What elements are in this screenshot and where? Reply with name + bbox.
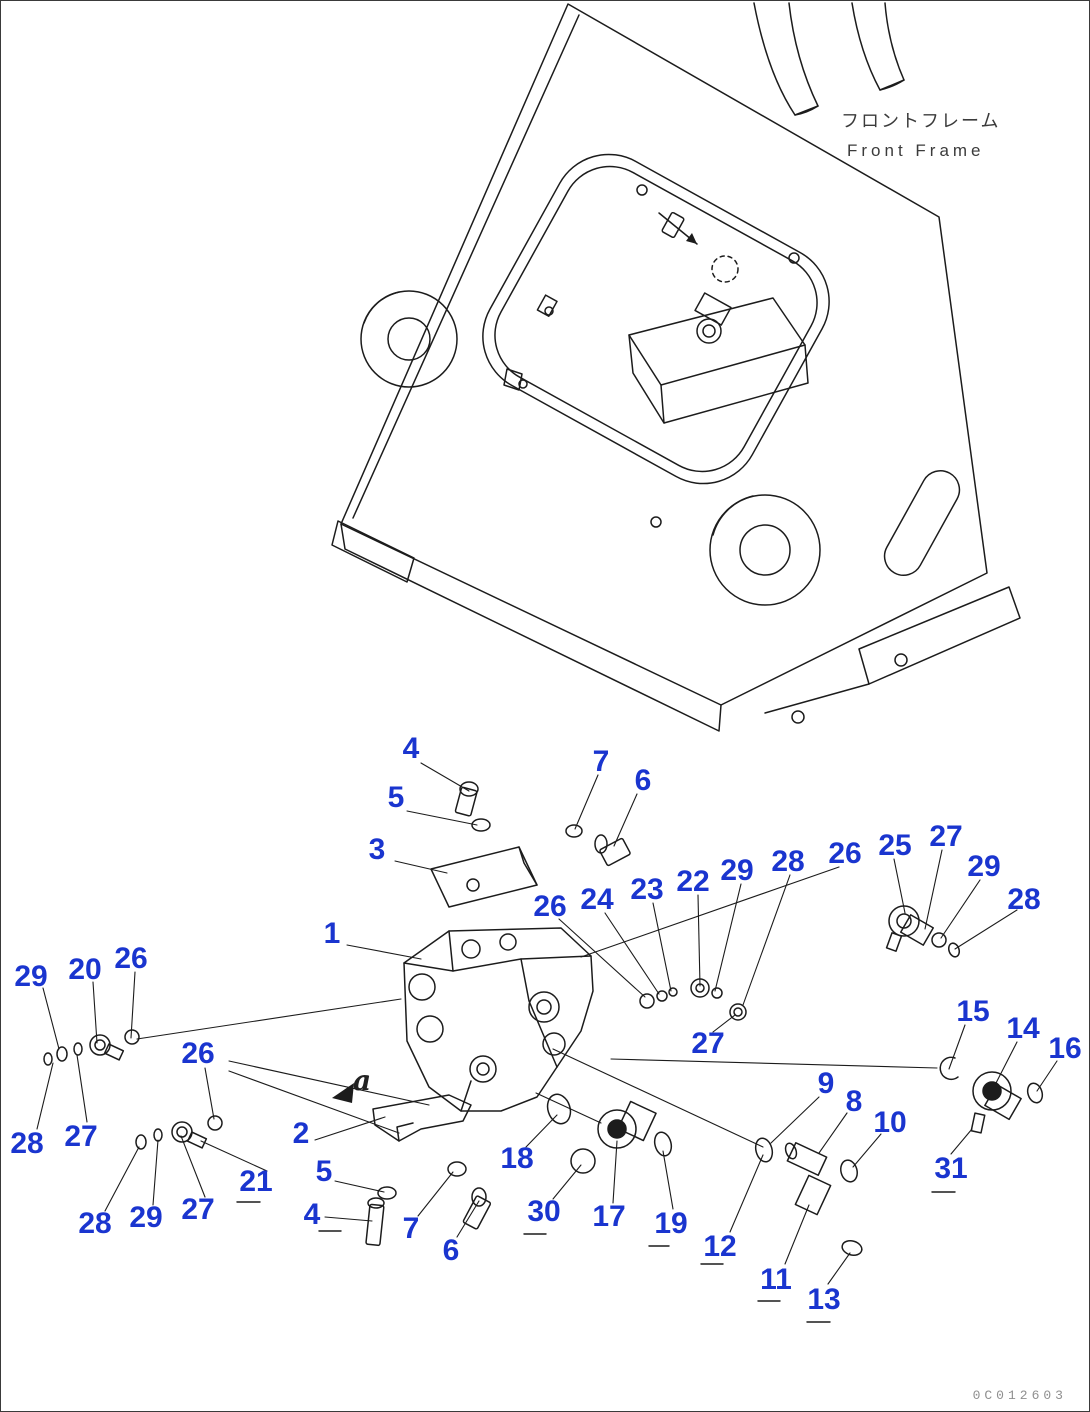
callout-29[interactable]: 29	[967, 850, 1001, 883]
callout-4[interactable]: 4	[303, 1198, 321, 1231]
callout-31[interactable]: 31	[934, 1152, 968, 1185]
callout-15[interactable]: 15	[956, 995, 990, 1028]
frame-label-english: Front Frame	[847, 141, 985, 160]
callout-4[interactable]: 4	[402, 732, 420, 765]
callout-23[interactable]: 23	[630, 873, 664, 906]
fittings-drawing	[43, 905, 1044, 1256]
callout-28[interactable]: 28	[771, 845, 805, 878]
callout-13[interactable]: 13	[807, 1283, 841, 1316]
leader-lines	[36, 762, 1058, 1285]
callout-27[interactable]: 27	[181, 1193, 215, 1226]
valve-assembly-drawing	[365, 781, 631, 1247]
callout-8[interactable]: 8	[845, 1085, 863, 1118]
callout-24[interactable]: 24	[580, 883, 614, 916]
callout-12[interactable]: 12	[703, 1230, 737, 1263]
callout-6[interactable]: 6	[442, 1234, 460, 1267]
callout-5[interactable]: 5	[387, 781, 405, 814]
callout-10[interactable]: 10	[873, 1106, 907, 1139]
callout-ticks	[236, 1191, 956, 1323]
callout-6[interactable]: 6	[634, 764, 652, 797]
view-arrow-icon	[332, 1083, 354, 1103]
callout-25[interactable]: 25	[878, 829, 912, 862]
callout-26[interactable]: 26	[181, 1037, 215, 1070]
front-frame-drawing	[331, 2, 1021, 732]
callout-26[interactable]: 26	[114, 942, 148, 975]
callout-20[interactable]: 20	[68, 953, 102, 986]
callout-28[interactable]: 28	[78, 1207, 112, 1240]
callout-16[interactable]: 16	[1048, 1032, 1082, 1065]
callout-26[interactable]: 26	[828, 837, 862, 870]
callout-27[interactable]: 27	[691, 1027, 725, 1060]
view-direction-label: a	[353, 1064, 372, 1097]
callout-29[interactable]: 29	[129, 1201, 163, 1234]
callout-7[interactable]: 7	[592, 745, 610, 778]
frame-label-japanese: フロントフレーム	[841, 111, 1001, 132]
drawing-number: 0C012603	[972, 1388, 1067, 1403]
callout-26[interactable]: 26	[533, 890, 567, 923]
callout-14[interactable]: 14	[1006, 1012, 1040, 1045]
callout-29[interactable]: 29	[14, 960, 48, 993]
callout-1[interactable]: 1	[323, 917, 341, 950]
callout-19[interactable]: 19	[654, 1207, 688, 1240]
callout-2[interactable]: 2	[292, 1117, 310, 1150]
callout-18[interactable]: 18	[500, 1142, 534, 1175]
callout-11[interactable]: 11	[760, 1263, 792, 1296]
callout-22[interactable]: 22	[676, 865, 710, 898]
callout-7[interactable]: 7	[402, 1212, 420, 1245]
callout-21[interactable]: 21	[239, 1165, 273, 1198]
callout-27[interactable]: 27	[929, 820, 963, 853]
callout-9[interactable]: 9	[817, 1067, 835, 1100]
callout-29[interactable]: 29	[720, 854, 754, 887]
callout-3[interactable]: 3	[368, 833, 386, 866]
callout-17[interactable]: 17	[592, 1200, 626, 1233]
callout-28[interactable]: 28	[1007, 883, 1041, 916]
callout-28[interactable]: 28	[10, 1127, 44, 1160]
callout-27[interactable]: 27	[64, 1120, 98, 1153]
callout-5[interactable]: 5	[315, 1155, 333, 1188]
callout-30[interactable]: 30	[527, 1195, 561, 1228]
